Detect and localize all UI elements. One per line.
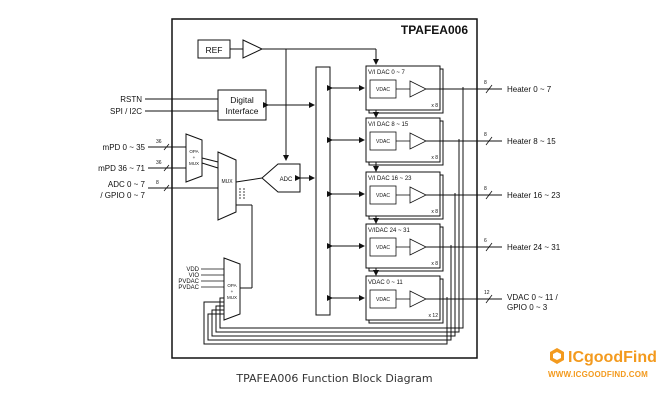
opa-mux-lower-label-1: OPA	[227, 283, 236, 288]
icgoodfind-logo: ICgoodFind WWW.ICGOODFIND.COM	[548, 347, 663, 383]
rstn-label: RSTN	[120, 95, 142, 104]
logo-url: WWW.ICGOODFIND.COM	[548, 370, 649, 379]
output-label: Heater 8 ~ 15	[507, 137, 556, 146]
adc-label: ADC	[280, 177, 293, 183]
ref-buffer-triangle	[242, 39, 264, 59]
logo-name: ICgoodFind	[568, 349, 657, 366]
bus-width-mpd-0-35: 36	[156, 139, 162, 145]
output-bus-width: 8	[484, 132, 487, 138]
dac-count: x 8	[431, 155, 438, 161]
dac-group-label: VDAC 0 ~ 11	[368, 280, 403, 286]
bus-slash	[485, 190, 493, 200]
vdac-label: VDAC	[376, 139, 390, 145]
internal-bus	[315, 66, 331, 316]
dac-count: x 8	[431, 261, 438, 267]
dac-buffer-triangle	[409, 290, 427, 308]
bus-width-adc-gpio: 8	[156, 180, 159, 186]
opa-mux-upper-label-3: MUX	[189, 161, 199, 166]
dac-buffer-triangle	[409, 186, 427, 204]
opa-mux-lower-label-2: +	[231, 289, 234, 294]
dac-group-label: V/IDAC 24 ~ 31	[368, 228, 411, 234]
mux-block	[217, 151, 237, 221]
dac-group-label: V/I DAC 16 ~ 23	[368, 176, 412, 182]
bus-slash	[485, 136, 493, 146]
dac-buffer-triangle	[409, 132, 427, 150]
bus-slash	[485, 242, 493, 252]
dac-group-label: V/I DAC 8 ~ 15	[368, 122, 409, 128]
vdac-label: VDAC	[376, 245, 390, 251]
vdac-label: VDAC	[376, 193, 390, 199]
dac-count: x 12	[429, 313, 439, 319]
output-label: Heater 24 ~ 31	[507, 243, 561, 252]
dac-group-label: V/I DAC 0 ~ 7	[368, 70, 406, 76]
mpd-0-35-label: mPD 0 ~ 35	[103, 143, 146, 152]
adc-gpio-label-2: / GPIO 0 ~ 7	[100, 191, 145, 200]
adc-gpio-label-1: ADC 0 ~ 7	[108, 180, 146, 189]
bus-slash	[485, 84, 493, 94]
mux-label: MUX	[221, 179, 233, 185]
figure-caption: TPAFEA006 Function Block Diagram	[236, 372, 433, 385]
dac-count: x 8	[431, 103, 438, 109]
bus-width-mpd-36-71: 36	[156, 160, 162, 166]
dac-buffer-triangle	[409, 238, 427, 256]
vdac-label: VDAC	[376, 297, 390, 303]
supply-pvdac-1: PVDAC	[178, 279, 199, 285]
output-label: Heater 0 ~ 7	[507, 85, 552, 94]
digital-interface-label-2: Interface	[225, 106, 258, 116]
supply-vio: VIO	[189, 273, 200, 279]
icgoodfind-logo-icon	[550, 348, 564, 364]
opa-mux-upper-label-2: +	[193, 155, 196, 160]
output-bus-width: 6	[484, 238, 487, 244]
output-bus-width: 12	[484, 290, 490, 296]
output-label-line-2: GPIO 0 ~ 3	[507, 303, 548, 312]
bus-slash	[485, 294, 493, 304]
dac-count: x 8	[431, 209, 438, 215]
output-label: Heater 16 ~ 23	[507, 191, 561, 200]
ref-label: REF	[206, 45, 223, 55]
output-bus-width: 8	[484, 186, 487, 192]
digital-interface-label-1: Digital	[230, 95, 254, 105]
supply-pvdac-2: PVDAC	[178, 285, 199, 291]
output-bus-width: 8	[484, 80, 487, 86]
opa-mux-upper-label-1: OPA	[189, 149, 198, 154]
output-label-line-1: VDAC 0 ~ 11 /	[507, 293, 559, 302]
mpd-36-71-label: mPD 36 ~ 71	[98, 164, 145, 173]
opa-mux-upper	[185, 133, 203, 183]
dac-buffer-triangle	[409, 80, 427, 98]
digital-interface-block	[217, 89, 267, 121]
vdac-label: VDAC	[376, 87, 390, 93]
chip-title: TPAFEA006	[401, 23, 468, 37]
opa-mux-lower-label-3: MUX	[227, 295, 237, 300]
supply-vdd: VDD	[186, 267, 199, 273]
spi-i2c-label: SPI / I2C	[110, 107, 142, 116]
opa-mux-lower	[223, 257, 241, 321]
